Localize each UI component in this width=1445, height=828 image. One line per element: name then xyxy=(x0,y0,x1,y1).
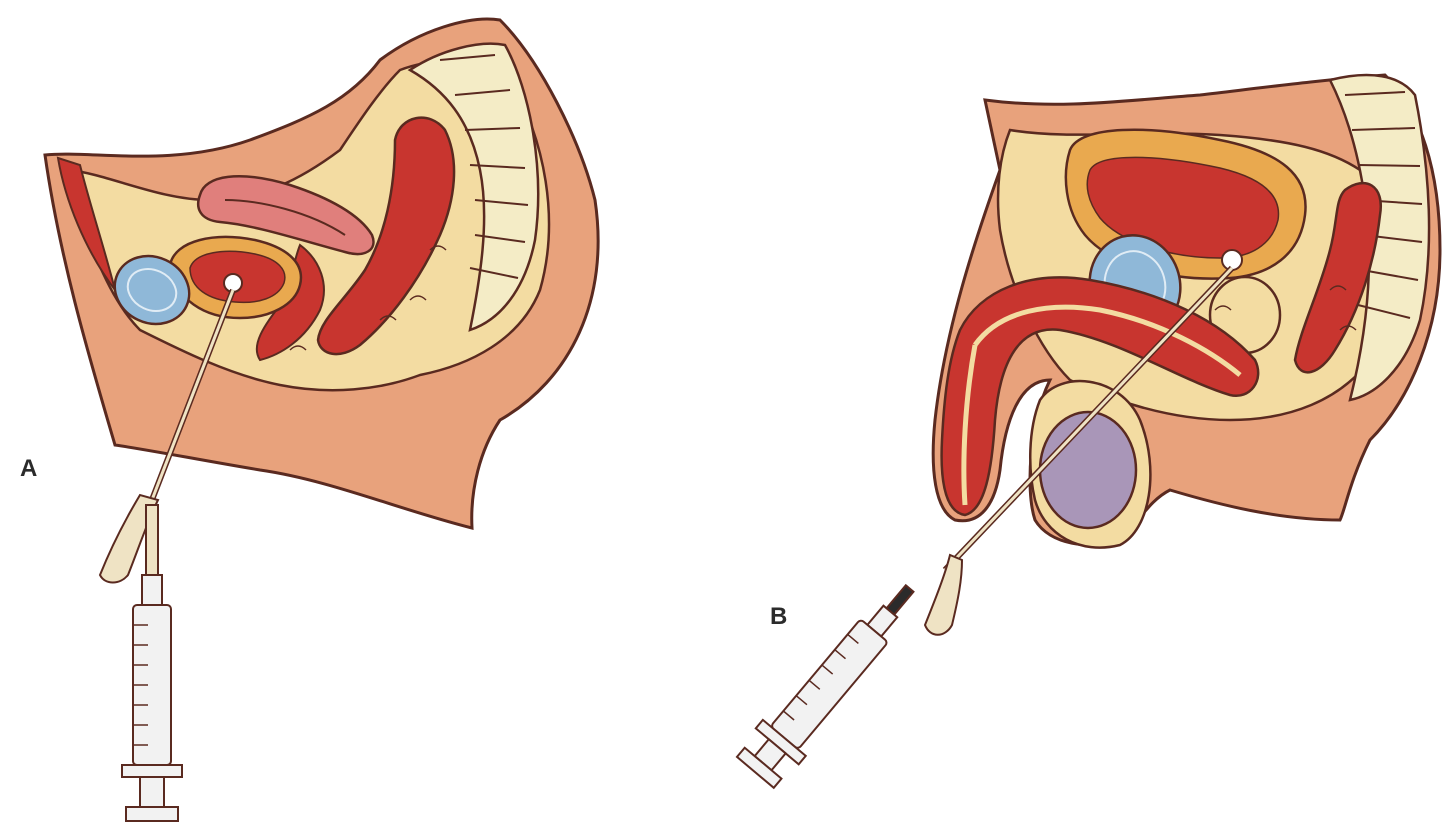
panel-a-syringe-flange xyxy=(122,765,182,777)
panel-b-anatomy xyxy=(933,75,1440,548)
needle-tip-icon xyxy=(887,585,914,614)
panel-label-a: A xyxy=(20,455,37,483)
panel-a-syringe-thumb xyxy=(126,807,178,821)
panel-a-catheter-balloon xyxy=(224,274,242,292)
panel-b-catheter-balloon xyxy=(1222,250,1242,270)
syringe-icon xyxy=(734,571,931,791)
panel-a-syringe-hub xyxy=(142,575,162,605)
panel-b-syringe-barrel xyxy=(771,619,889,749)
panel-a-anatomy xyxy=(45,19,598,528)
panel-b-testis xyxy=(1040,412,1136,528)
panel-label-b: B xyxy=(770,603,787,631)
panel-a-syringe-tip xyxy=(146,505,158,575)
panel-b-catheter-funnel xyxy=(925,555,962,635)
panel-a-syringe-plunger xyxy=(140,777,164,807)
